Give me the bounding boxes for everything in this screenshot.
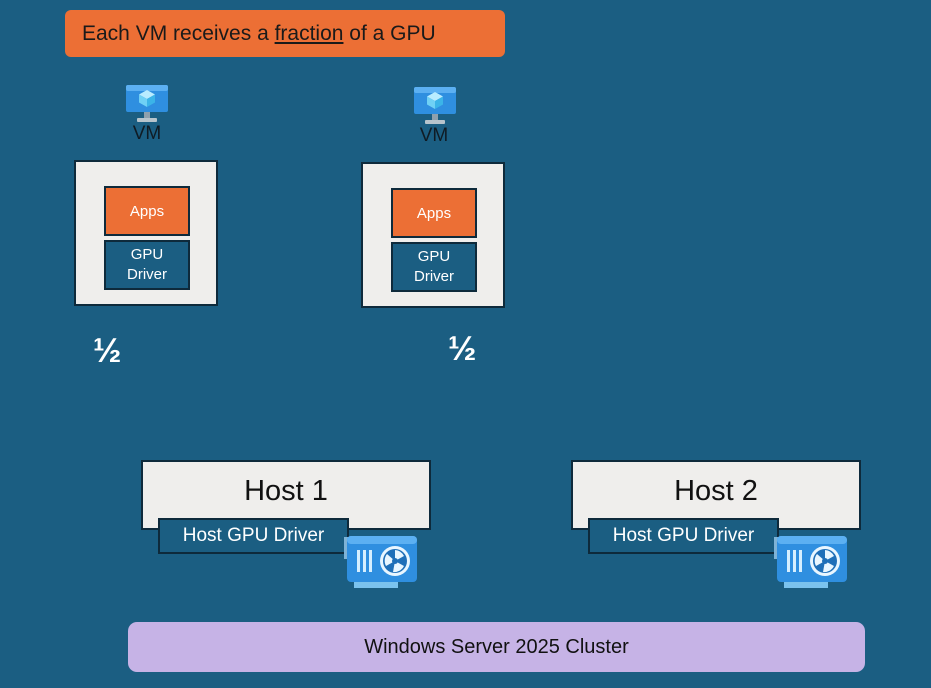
- vm-monitor-icon: [126, 85, 168, 122]
- gpu-driver-line2: Driver: [414, 268, 454, 285]
- vm-label-1: VM: [132, 123, 162, 144]
- gpu-driver-line2: Driver: [127, 266, 167, 283]
- host-gpu-driver-1: Host GPU Driver: [158, 518, 349, 554]
- host-title-2: Host 2: [674, 475, 758, 507]
- vm-label-2: VM: [419, 125, 449, 146]
- gpu-driver-line1: GPU: [417, 248, 451, 265]
- banner-suffix: of a GPU: [343, 22, 436, 45]
- vm-monitor-icon: [414, 87, 456, 124]
- cluster-bar: Windows Server 2025 Cluster: [128, 622, 865, 672]
- vm-box-2: Apps GPU Driver: [361, 162, 505, 308]
- gpu-card-icon: [344, 536, 417, 588]
- host-title-1: Host 1: [244, 475, 328, 507]
- apps-block-1: Apps: [104, 186, 190, 236]
- apps-block-2: Apps: [391, 188, 477, 238]
- host-gpu-driver-2: Host GPU Driver: [588, 518, 779, 554]
- vm-box-1: Apps GPU Driver: [74, 160, 218, 306]
- gpu-driver-block-2: GPU Driver: [391, 242, 477, 292]
- share-fraction-2: ½: [448, 330, 477, 368]
- title-banner: Each VM receives a fraction of a GPU: [65, 10, 505, 57]
- gpu-card-icon: [774, 536, 847, 588]
- banner-underlined-word: fraction: [274, 22, 344, 45]
- gpu-driver-block-1: GPU Driver: [104, 240, 190, 290]
- banner-prefix: Each VM receives a: [82, 22, 275, 45]
- share-fraction-1: ½: [93, 332, 122, 370]
- gpu-driver-line1: GPU: [130, 246, 164, 263]
